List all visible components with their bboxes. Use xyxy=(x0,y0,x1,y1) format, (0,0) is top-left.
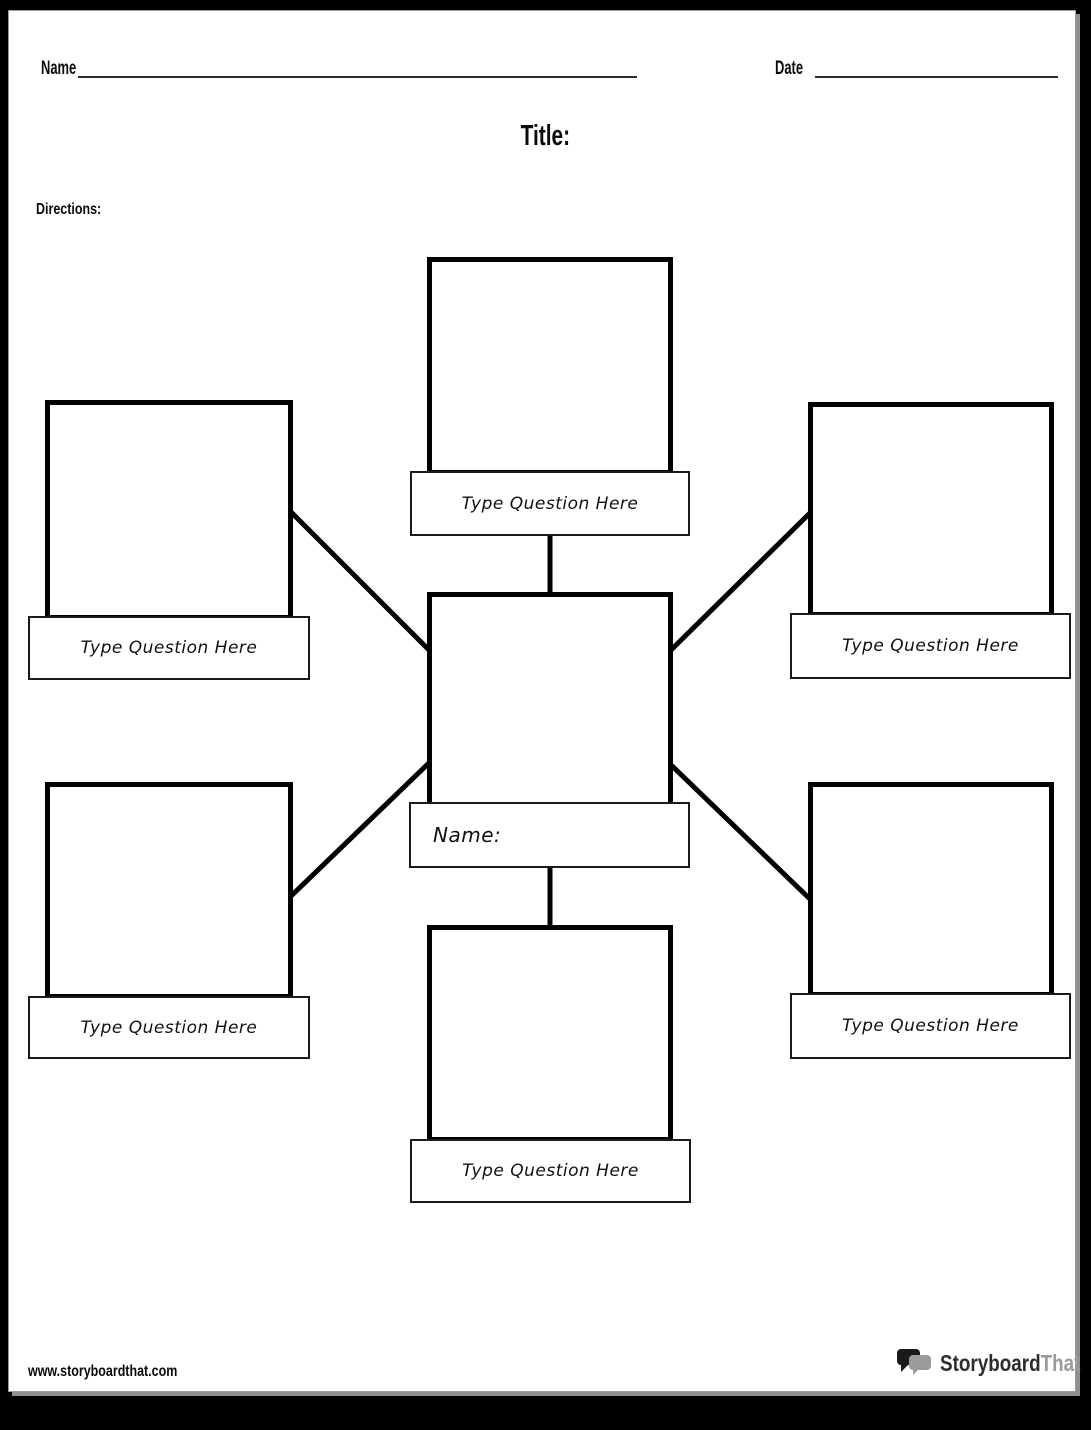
question-text: Type Question Here xyxy=(842,636,1019,656)
image-cell-lower-left[interactable] xyxy=(45,782,293,999)
connector-lower-left-line xyxy=(287,759,433,900)
question-text: Type Question Here xyxy=(461,493,639,514)
connector-upper-left-line xyxy=(287,508,433,654)
website-url: www.storyboardthat.com xyxy=(28,1363,178,1380)
question-text: Type Question Here xyxy=(80,1017,258,1038)
date-label: Date xyxy=(775,58,804,79)
page-title: Title: xyxy=(0,120,1091,153)
directions-label: Directions: xyxy=(36,201,102,218)
question-text: Type Question Here xyxy=(462,1161,639,1181)
image-cell-upper-right[interactable] xyxy=(808,402,1054,617)
question-bar-upper-right[interactable]: Type Question Here xyxy=(790,613,1071,679)
center-name-bar[interactable]: Name: xyxy=(409,802,690,868)
image-cell-upper-left[interactable] xyxy=(45,400,293,620)
logo-text-secondary: That xyxy=(1040,1350,1081,1376)
speech-bubbles-icon xyxy=(897,1349,931,1375)
center-name-text: Name: xyxy=(433,823,502,847)
date-line xyxy=(815,76,1058,78)
question-bar-bottom[interactable]: Type Question Here xyxy=(410,1139,691,1203)
connector-upper-right-line xyxy=(667,509,814,654)
image-cell-top[interactable] xyxy=(427,257,673,475)
image-cell-bottom[interactable] xyxy=(427,925,673,1142)
image-cell-lower-right[interactable] xyxy=(808,782,1054,997)
question-bar-lower-left[interactable]: Type Question Here xyxy=(28,996,310,1059)
question-bar-upper-left[interactable]: Type Question Here xyxy=(28,616,310,680)
question-bar-lower-right[interactable]: Type Question Here xyxy=(790,993,1071,1059)
logo-text-primary: Storyboard xyxy=(940,1350,1041,1376)
question-bar-top[interactable]: Type Question Here xyxy=(410,471,690,536)
page-title-text: Title: xyxy=(520,120,571,152)
question-text: Type Question Here xyxy=(842,1016,1019,1036)
name-line xyxy=(78,76,637,78)
connector-lower-right-line xyxy=(667,761,814,903)
storyboardthat-logo: StoryboardThat xyxy=(897,1348,1091,1379)
name-label: Name xyxy=(41,58,77,79)
question-text: Type Question Here xyxy=(80,638,258,658)
image-cell-center[interactable] xyxy=(427,592,673,807)
logo-wordmark: StoryboardThat xyxy=(940,1350,1080,1377)
